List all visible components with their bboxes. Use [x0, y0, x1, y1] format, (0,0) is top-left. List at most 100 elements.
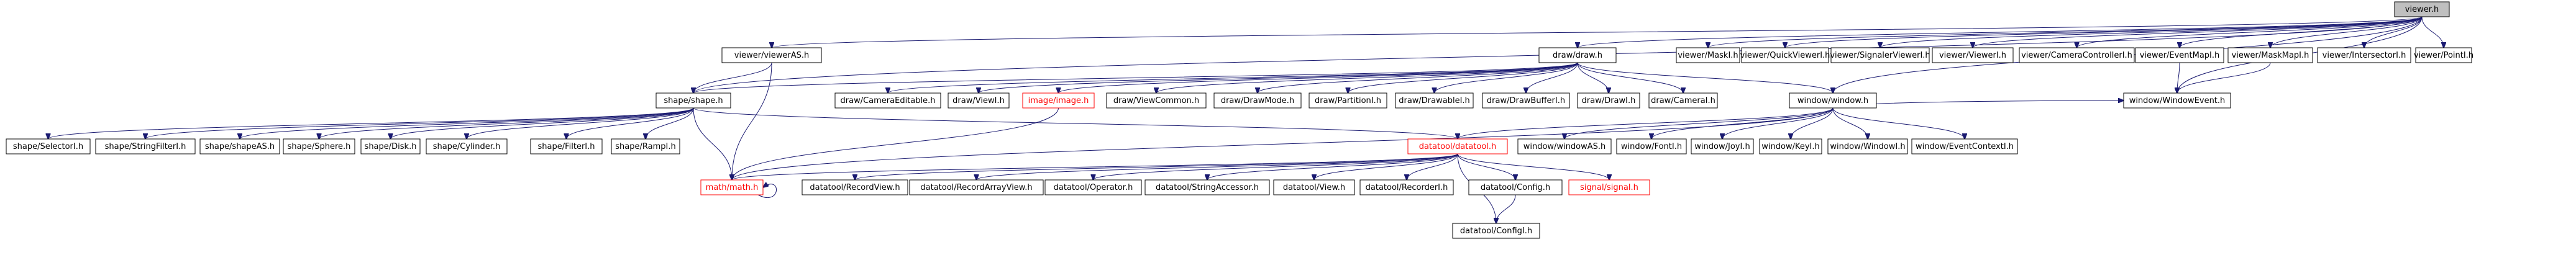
edge-draw_draw_h-to-window_window_h: [1577, 62, 1833, 93]
node-box: [802, 179, 908, 195]
node-label: shape/Sphere.h: [288, 142, 351, 151]
node-viewer-Mask-h[interactable]: viewer/MaskI.h: [1676, 47, 1740, 63]
edge-window_window_h-to-window_EventContext_h: [1832, 107, 1965, 139]
edge-datatool_datatool_h-to-datatool_StringAccessor_h: [1207, 153, 1458, 180]
node-viewer-Point-h[interactable]: viewer/PointI.h: [2414, 47, 2473, 63]
node-draw-ViewCommon-h[interactable]: draw/ViewCommon.h: [1106, 92, 1207, 109]
node-datatool-View-h[interactable]: datatool/View.h: [1273, 179, 1355, 195]
node-draw-Drawable-h[interactable]: draw/DrawableI.h: [1395, 92, 1474, 109]
node-shape-Ramp-h[interactable]: shape/RampI.h: [611, 138, 680, 154]
node-draw-DrawBuffer-h[interactable]: draw/DrawBufferI.h: [1482, 92, 1570, 109]
node-label: window/FontI.h: [1621, 142, 1682, 151]
node-label: signal/signal.h: [1580, 183, 1638, 192]
node-label: datatool/RecordArrayView.h: [920, 183, 1032, 192]
node-draw-View-h[interactable]: draw/ViewI.h: [948, 92, 1010, 109]
node-label: shape/Disk.h: [365, 142, 417, 151]
edge-shape_shape_h-to-shape_Filter_h: [567, 107, 694, 139]
node-datatool-datatool-h[interactable]: datatool/datatool.h: [1407, 138, 1508, 154]
node-shape-shape-h[interactable]: shape/shape.h: [655, 92, 731, 109]
node-window-Key-h[interactable]: window/KeyI.h: [1759, 138, 1822, 154]
node-datatool-StringAccessor-h[interactable]: datatool/StringAccessor.h: [1144, 179, 1270, 195]
node-shape-Disk-h[interactable]: shape/Disk.h: [360, 138, 421, 154]
node-label: image/image.h: [1028, 96, 1089, 105]
node-viewer-Viewer-h[interactable]: viewer/ViewerI.h: [1932, 47, 2014, 63]
node-box: [1468, 179, 1563, 195]
node-label: draw/DrawableI.h: [1399, 96, 1470, 105]
node-draw-Draw-h[interactable]: draw/DrawI.h: [1577, 92, 1640, 109]
edge-window_window_h-to-datatool_datatool_h: [1458, 107, 1834, 139]
node-viewer-EventMap-h[interactable]: viewer/EventMapI.h: [2135, 47, 2224, 63]
node-label: window/JoyI.h: [1694, 142, 1750, 151]
node-box: [2123, 92, 2231, 109]
edge-shape_shape_h-to-datatool_datatool_h: [693, 107, 1458, 139]
node-box: [1648, 92, 1718, 109]
node-box: [6, 138, 91, 154]
node-window-Window-h[interactable]: window/WindowI.h: [1827, 138, 1908, 154]
node-draw-CameraEditable-h[interactable]: draw/CameraEditable.h: [834, 92, 941, 109]
node-shape-StringFilter-h[interactable]: shape/StringFilterI.h: [95, 138, 196, 154]
edge-draw_draw_h-to-draw_ViewCommon_h: [1156, 62, 1578, 93]
node-label: window/WindowI.h: [1830, 142, 1905, 151]
node-viewer-SignalerViewer-h[interactable]: viewer/SignalerViewerI.h: [1830, 47, 1930, 63]
node-box: [1407, 138, 1508, 154]
node-shape-Selector-h[interactable]: shape/SelectorI.h: [6, 138, 91, 154]
node-window-windowAS-h[interactable]: window/windowAS.h: [1517, 138, 1612, 154]
node-label: viewer/CameraControllerI.h: [2021, 51, 2132, 60]
node-datatool-Operator-h[interactable]: datatool/Operator.h: [1044, 179, 1142, 195]
node-window-Joy-h[interactable]: window/JoyI.h: [1691, 138, 1754, 154]
node-viewer-CameraController-h[interactable]: viewer/CameraControllerI.h: [2019, 47, 2135, 63]
node-datatool-Config-h[interactable]: datatool/Config.h: [1468, 179, 1563, 195]
edge-draw_draw_h-to-shape_shape_h: [693, 62, 1578, 93]
node-signal-signal-h[interactable]: signal/signal.h: [1568, 179, 1650, 195]
node-window-WindowEvent-h[interactable]: window/WindowEvent.h: [2123, 92, 2231, 109]
node-image-image-h[interactable]: image/image.h: [1022, 92, 1095, 109]
node-box: [1759, 138, 1822, 154]
node-label: datatool/View.h: [1283, 183, 1345, 192]
edge-viewer_h-to-viewer_Viewer_h: [1973, 16, 2423, 48]
node-viewer-MaskMap-h[interactable]: viewer/MaskMapI.h: [2227, 47, 2313, 63]
edge-draw_draw_h-to-image_image_h: [1059, 62, 1578, 93]
node-box: [1568, 179, 1650, 195]
node-window-window-h[interactable]: window/window.h: [1789, 92, 1877, 109]
node-box: [426, 138, 508, 154]
edge-window_window_h-to-window_Key_h: [1791, 107, 1834, 139]
node-box: [1932, 47, 2014, 63]
node-shape-Sphere-h[interactable]: shape/Sphere.h: [283, 138, 355, 154]
edge-shape_shape_h-to-shape_Sphere_h: [319, 107, 694, 139]
node-math-math-h[interactable]: math/math.h: [700, 179, 764, 195]
edge-shape_shape_h-to-math_math_h: [693, 107, 732, 180]
node-datatool-RecordArrayView-h[interactable]: datatool/RecordArrayView.h: [909, 179, 1044, 195]
node-viewer-Intersector-h[interactable]: viewer/IntersectorI.h: [2317, 47, 2411, 63]
node-shape-shapeAS-h[interactable]: shape/shapeAS.h: [199, 138, 280, 154]
edge-datatool_datatool_h-to-datatool_RecordArrayView_h: [977, 153, 1458, 180]
edge-datatool_datatool_h-to-math_math_h: [732, 153, 1458, 180]
node-viewer-viewerAS-h[interactable]: viewer/viewerAS.h: [721, 47, 822, 63]
node-label: viewer/SignalerViewerI.h: [1830, 51, 1930, 60]
node-shape-Cylinder-h[interactable]: shape/Cylinder.h: [426, 138, 508, 154]
node-draw-Camera-h[interactable]: draw/CameraI.h: [1648, 92, 1718, 109]
node-datatool-ConfigI-h[interactable]: datatool/ConfigI.h: [1452, 223, 1540, 239]
edge-math_math_h-to-math_math_h: [757, 184, 777, 199]
node-box: [1911, 138, 2018, 154]
node-draw-Partition-h[interactable]: draw/PartitionI.h: [1309, 92, 1387, 109]
node-label: window/EventContextI.h: [1916, 142, 2014, 151]
node-draw-draw-h[interactable]: draw/draw.h: [1538, 47, 1617, 63]
edge-viewer_viewerAS_h-to-math_math_h: [732, 62, 772, 180]
node-datatool-RecordView-h[interactable]: datatool/RecordView.h: [802, 179, 908, 195]
node-viewer-QuickViewer-h[interactable]: viewer/QuickViewerI.h: [1740, 47, 1830, 63]
node-window-Font-h[interactable]: window/FontI.h: [1616, 138, 1687, 154]
node-label: datatool/Config.h: [1481, 183, 1550, 192]
edge-draw_draw_h-to-draw_View_h: [979, 62, 1578, 93]
node-draw-DrawMode-h[interactable]: draw/DrawMode.h: [1213, 92, 1302, 109]
node-label: draw/DrawI.h: [1582, 96, 1636, 105]
node-shape-Filter-h[interactable]: shape/FilterI.h: [530, 138, 603, 154]
node-label: window/WindowEvent.h: [2129, 96, 2226, 105]
node-label: shape/Cylinder.h: [433, 142, 501, 151]
node-window-EventContext-h[interactable]: window/EventContextI.h: [1911, 138, 2018, 154]
edge-draw_draw_h-to-draw_DrawMode_h: [1258, 62, 1578, 93]
edge-datatool_datatool_h-to-datatool_Operator_h: [1094, 153, 1458, 180]
node-datatool-Recorder-h[interactable]: datatool/RecorderI.h: [1359, 179, 1454, 195]
edge-shape_shape_h-to-shape_Disk_h: [391, 107, 694, 139]
edge-draw_draw_h-to-draw_Partition_h: [1348, 62, 1578, 93]
